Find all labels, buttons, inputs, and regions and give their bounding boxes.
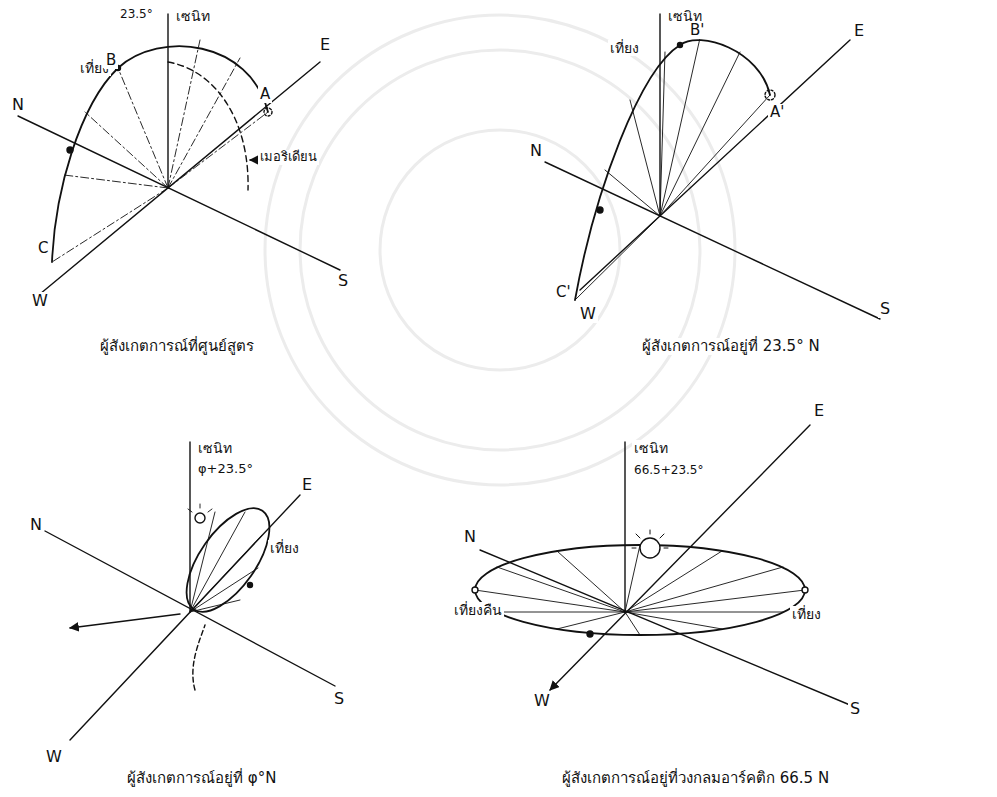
angle-label: 66.5+23.5° <box>632 464 706 478</box>
noon-label: เที่ยง <box>608 40 641 56</box>
angle-label: φ+23.5° <box>196 462 255 477</box>
watermark-seal <box>265 15 735 485</box>
latitude-panel <box>45 442 335 740</box>
point-label: A <box>258 86 272 103</box>
direction-label: N <box>462 528 478 546</box>
zenith-label: เซนิท <box>632 440 670 456</box>
panel-caption: ผู้สังเกตการณ์ที่ศูนย์สูตร <box>98 338 256 355</box>
midnight-label: เที่ยงคืน <box>452 602 504 618</box>
direction-label: E <box>812 402 826 420</box>
equator-panel <box>18 14 340 294</box>
direction-label: W <box>532 692 552 710</box>
tropic-panel <box>545 14 880 319</box>
zenith-label: เซนิท <box>196 440 234 456</box>
direction-label: N <box>10 96 26 114</box>
direction-label: S <box>878 300 892 318</box>
direction-label: N <box>28 516 44 534</box>
panel-caption: ผู้สังเกตการณ์อยู่ที่วงกลมอาร์คติก 66.5 … <box>560 770 831 787</box>
direction-label: W <box>44 748 64 766</box>
point-label: A' <box>768 104 786 121</box>
direction-label: W <box>578 305 598 323</box>
zenith-label: เซนิท <box>174 8 212 24</box>
meridian-label: เมอริเดียน <box>258 150 319 165</box>
direction-label: W <box>30 292 50 310</box>
panel-caption: ผู้สังเกตการณ์อยู่ที่ φ°N <box>125 770 278 787</box>
angle-label: 23.5° <box>118 8 155 22</box>
direction-label: S <box>848 700 862 718</box>
direction-label: E <box>318 36 332 54</box>
noon-label: เที่ยง <box>268 540 301 556</box>
noon-label: เที่ยง <box>790 606 823 622</box>
panel-caption: ผู้สังเกตการณ์อยู่ที่ 23.5° N <box>640 338 822 355</box>
point-label: C <box>36 240 50 257</box>
arctic-panel <box>472 425 850 705</box>
direction-label: E <box>300 476 314 494</box>
direction-label: S <box>332 690 346 708</box>
direction-label: E <box>852 22 866 40</box>
point-label: C' <box>554 284 573 301</box>
direction-label: S <box>336 272 350 290</box>
point-label: B <box>104 52 118 69</box>
point-label: B' <box>688 22 706 39</box>
direction-label: N <box>528 142 544 160</box>
